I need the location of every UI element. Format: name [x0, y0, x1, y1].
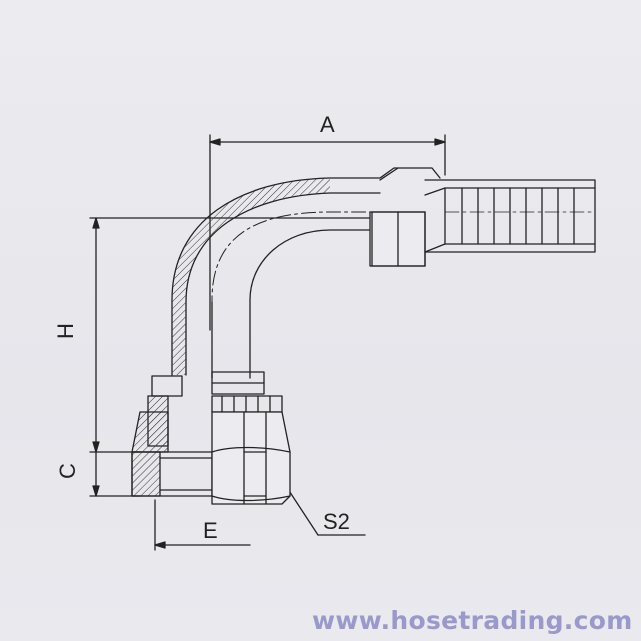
dimension-e-line — [154, 499, 251, 551]
hex-nut — [131, 411, 291, 505]
hose-tail — [424, 179, 596, 253]
elbow-inner — [249, 229, 373, 379]
dimension-e-label: E — [203, 518, 218, 543]
elbow-wall — [171, 167, 441, 376]
centerline — [211, 211, 391, 461]
dimension-c-label: C — [54, 463, 80, 479]
dimension-s2-label: S2 — [323, 509, 350, 534]
dimension-a-label: A — [320, 112, 335, 137]
ferrule — [369, 167, 426, 267]
dimension-h-label: H — [52, 323, 78, 339]
watermark-url: www.hosetrading.com — [312, 606, 633, 635]
